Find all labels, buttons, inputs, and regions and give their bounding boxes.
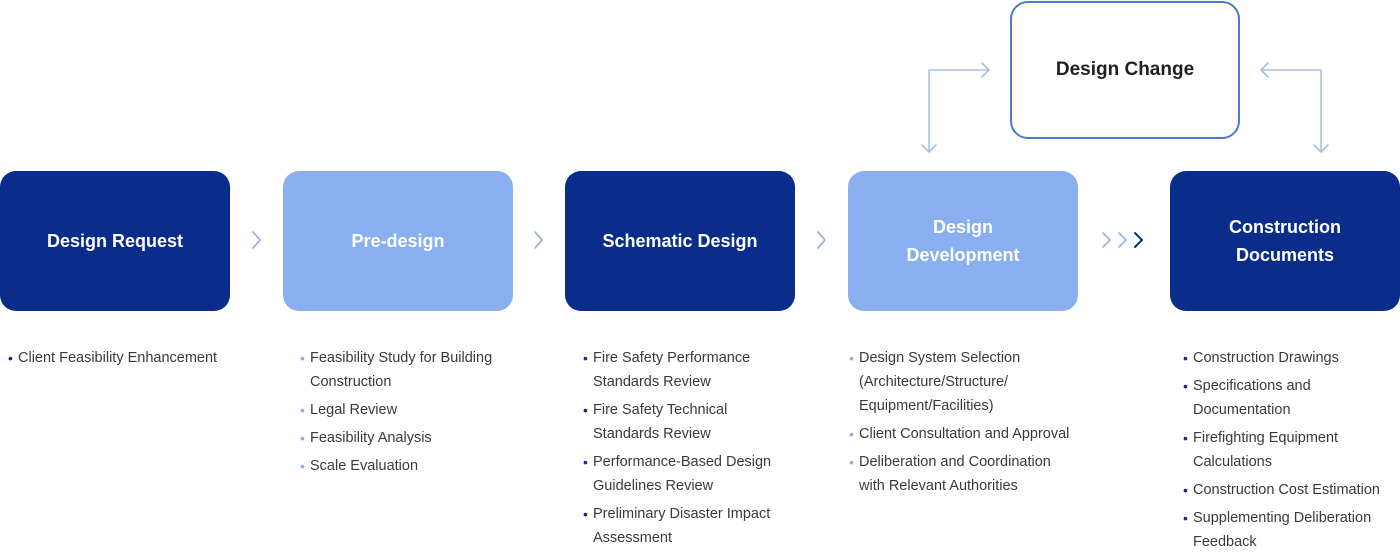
bullet-icon: • <box>300 430 305 446</box>
stage-title: Pre-design <box>351 231 445 251</box>
stage-title: Schematic Design <box>602 231 758 251</box>
list-item-text: Feasibility Study for Building Construct… <box>310 350 493 390</box>
list-item: • Supplementing Deliberation Feedback <box>1183 506 1380 554</box>
chevron-right-icon <box>250 229 264 251</box>
list-item: • Fire Safety Performance Standards Revie… <box>583 346 771 394</box>
bullet-icon: • <box>300 458 305 474</box>
list-item: • Construction Cost Estimation <box>1183 478 1380 502</box>
stage-title: Design Request <box>46 231 184 251</box>
chevron-right-icon <box>815 229 829 251</box>
left-arrowhead-right-icon <box>981 62 990 78</box>
triple-chevron-right-icon <box>1100 229 1148 251</box>
design-change-label: Design Change <box>1055 59 1195 80</box>
design-development-list: • Design System Selection (Architecture/S… <box>849 346 1069 502</box>
list-item-text: Fire Safety Performance Standards Review <box>593 350 751 390</box>
bullet-icon: • <box>583 454 588 470</box>
list-item-text: Client Consultation and Approval <box>859 426 1070 442</box>
stage-schematic-design: Schematic Design <box>565 171 795 311</box>
list-item: • Fire Safety Technical Standards Review <box>583 398 771 446</box>
bullet-icon: • <box>1183 378 1188 394</box>
list-item: • Legal Review <box>300 398 492 422</box>
list-item: • Deliberation and Coordination with Rele… <box>849 450 1069 498</box>
design-change-loop-arrows <box>921 62 1329 153</box>
list-item-text: Construction Drawings <box>1193 350 1339 366</box>
list-item: • Construction Drawings <box>1183 346 1380 370</box>
list-item-text: Scale Evaluation <box>310 458 419 474</box>
bullet-icon: • <box>8 350 13 366</box>
list-item: • Specifications and Documentation <box>1183 374 1380 422</box>
stage-title: Design Development <box>906 217 1020 265</box>
construction-documents-list: • Construction Drawings • Specifications an… <box>1183 346 1380 558</box>
list-item-text: Feasibility Analysis <box>310 430 432 446</box>
list-item: • Design System Selection (Architecture/S… <box>849 346 1069 418</box>
list-item-text: Performance-Based Design Guidelines Revi… <box>593 454 772 494</box>
right-loop-connector <box>1261 69 1322 153</box>
list-item-text: Supplementing Deliberation Feedback <box>1193 510 1372 550</box>
list-item: • Feasibility Analysis <box>300 426 492 450</box>
right-arrowhead-down-icon <box>1313 144 1329 153</box>
chevron-right-icon <box>532 229 546 251</box>
list-item-text: Deliberation and Coordination with Relev… <box>859 454 1051 494</box>
list-item-text: Firefighting Equipment Calculations <box>1193 430 1339 470</box>
list-item-text: Legal Review <box>310 402 398 418</box>
bullet-icon: • <box>583 402 588 418</box>
stage-design-development: Design Development <box>848 171 1078 311</box>
bullet-icon: • <box>1183 482 1188 498</box>
bullet-icon: • <box>1183 510 1188 526</box>
stage-construction-documents: Construction Documents <box>1170 171 1400 311</box>
stage-pre-design: Pre-design <box>283 171 513 311</box>
list-item: • Firefighting Equipment Calculations <box>1183 426 1380 474</box>
bullet-icon: • <box>300 402 305 418</box>
bullet-icon: • <box>849 454 854 470</box>
pre-design-list: • Feasibility Study for Building Construc… <box>300 346 492 482</box>
bullet-icon: • <box>849 426 854 442</box>
list-item-text: Preliminary Disaster Impact Assessment <box>593 506 771 546</box>
list-item: • Client Feasibility Enhancement <box>8 346 217 370</box>
stage-title: Construction Documents <box>1229 217 1341 265</box>
bullet-icon: • <box>1183 430 1188 446</box>
list-item-text: Specifications and Documentation <box>1193 378 1311 418</box>
list-item-text: Client Feasibility Enhancement <box>18 350 218 366</box>
list-item: • Scale Evaluation <box>300 454 492 478</box>
list-item-text: Fire Safety Technical Standards Review <box>593 402 728 442</box>
stage-design-request: Design Request <box>0 171 230 311</box>
design-change-box: Design Change <box>1010 1 1240 139</box>
schematic-design-list: • Fire Safety Performance Standards Revie… <box>583 346 771 554</box>
design-request-list: • Client Feasibility Enhancement <box>8 346 217 374</box>
right-arrowhead-left-icon <box>1260 62 1269 78</box>
bullet-icon: • <box>1183 350 1188 366</box>
list-item: • Client Consultation and Approval <box>849 422 1069 446</box>
list-item-text: Design System Selection (Architecture/St… <box>859 350 1021 414</box>
left-arrowhead-down-icon <box>921 144 937 153</box>
bullet-icon: • <box>849 350 854 366</box>
bullet-icon: • <box>583 350 588 366</box>
list-item-text: Construction Cost Estimation <box>1193 482 1380 498</box>
list-item: • Performance-Based Design Guidelines Rev… <box>583 450 771 498</box>
list-item: • Preliminary Disaster Impact Assessment <box>583 502 771 550</box>
left-loop-connector <box>928 69 989 153</box>
list-item: • Feasibility Study for Building Construc… <box>300 346 492 394</box>
bullet-icon: • <box>300 350 305 366</box>
bullet-icon: • <box>583 506 588 522</box>
